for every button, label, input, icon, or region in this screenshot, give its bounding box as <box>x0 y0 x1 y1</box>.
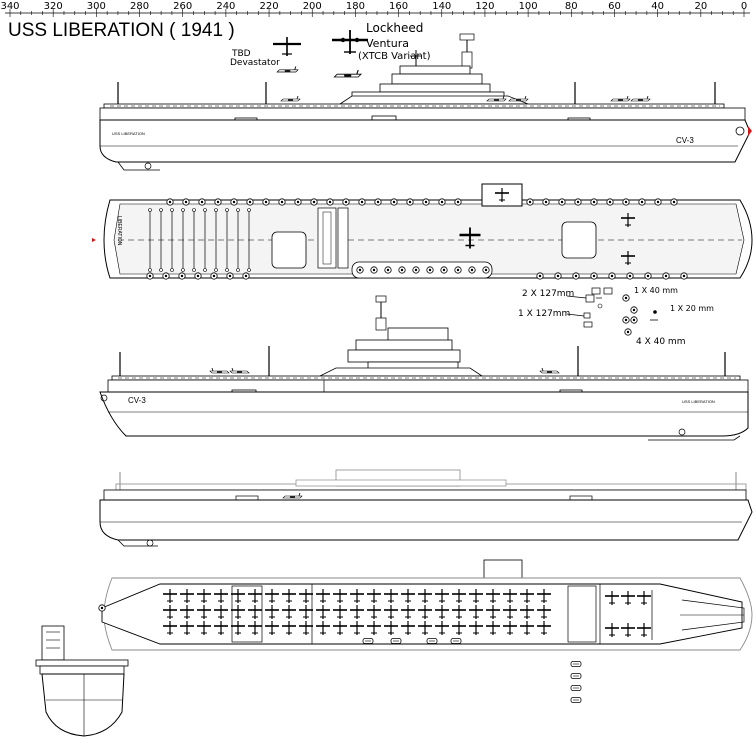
ruler-tick-label: 320 <box>44 1 63 12</box>
ruler-tick-label: 80 <box>565 1 578 12</box>
ruler-tick-label: 60 <box>608 1 621 12</box>
ruler-tick-label: 180 <box>346 1 365 12</box>
armament-label-single-20: 1 X 20 mm <box>670 304 714 313</box>
ruler-tick-label: 40 <box>651 1 664 12</box>
lockheed-label-line2: Ventura <box>366 37 409 50</box>
ruler-tick-label: 120 <box>475 1 494 12</box>
ruler-tick-label: 20 <box>694 1 707 12</box>
ruler-tick-label: 240 <box>216 1 235 12</box>
ruler-tick-label: 280 <box>130 1 149 12</box>
ruler-tick-label: 0 <box>741 1 747 12</box>
ventura-icon <box>332 30 368 78</box>
page-title: USS LIBERATION ( 1941 ) <box>8 20 235 41</box>
ruler-tick-label: 200 <box>303 1 322 12</box>
profile-bottom-hull-number: CV-3 <box>128 396 146 405</box>
ruler-tick-label: 160 <box>389 1 408 12</box>
armament-label-twin-127: 2 X 127mm <box>522 289 575 299</box>
profile-top-hull-number: CV-3 <box>676 136 694 145</box>
ruler-tick-label: 300 <box>87 1 106 12</box>
armament-label-single-127: 1 X 127mm <box>518 309 571 319</box>
port-profile-view: CV-3 USS LIBERATION <box>99 295 749 441</box>
hangar-profile-view <box>99 469 753 547</box>
hangar-deck-plan-view <box>98 559 753 703</box>
bow-section-view <box>35 625 129 737</box>
armament-label-single-40: 1 X 40 mm <box>634 286 678 295</box>
armament-legend <box>566 287 658 336</box>
profile-bottom-name: USS LIBERATION <box>682 399 715 404</box>
ruler-tick-label: 340 <box>0 1 19 12</box>
lockheed-label-line3: (XTCB Variant) <box>358 51 431 62</box>
ruler-tick-label: 260 <box>173 1 192 12</box>
ruler-tick-label: 100 <box>519 1 538 12</box>
ruler-tick-label: 140 <box>432 1 451 12</box>
deck-code: LIBERATION <box>116 216 122 246</box>
starboard-profile-view: USS LIBERATION CV-3 <box>99 33 752 171</box>
tbd-devastator-icon <box>273 37 301 73</box>
lockheed-label-line1: Lockheed <box>366 21 424 35</box>
tbd-label-line1: TBD <box>232 49 251 59</box>
profile-top-name: USS LIBERATION <box>112 131 145 136</box>
flight-deck-plan-view: LIBERATION <box>92 183 753 280</box>
armament-label-quad-40: 4 X 40 mm <box>636 337 686 347</box>
tbd-label-line2: Devastator <box>230 58 280 68</box>
ruler-tick-label: 220 <box>260 1 279 12</box>
